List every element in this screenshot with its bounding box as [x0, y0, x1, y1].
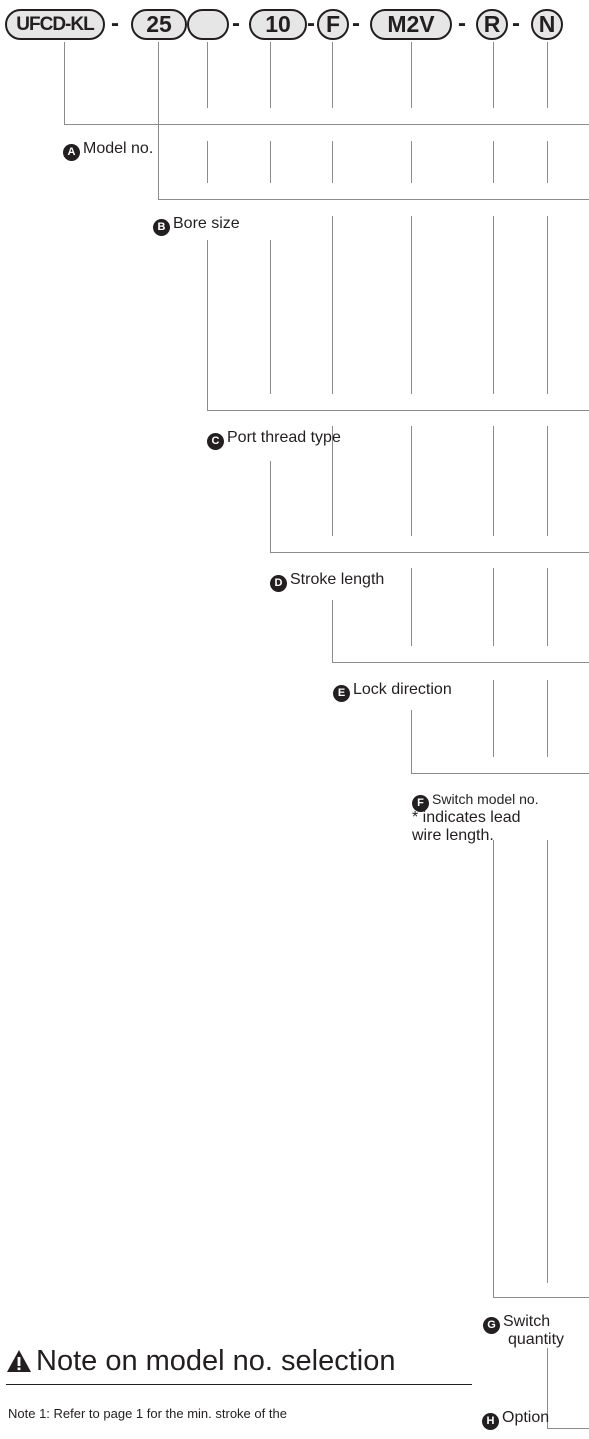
code-separator: - [352, 10, 360, 37]
connector-b-horizontal [158, 199, 589, 200]
switch-quantity-line2: quantity [508, 1331, 565, 1348]
connector-e-horizontal [332, 662, 589, 663]
connector-a [64, 42, 65, 124]
connector-f [411, 568, 412, 646]
badge-f: F [412, 795, 429, 812]
model-code: UFCD-KL - 25 - 10 - F - M2V - R - N [0, 0, 589, 46]
connector-c-horizontal [207, 410, 589, 411]
connector-g [493, 568, 494, 646]
label-text: Option [502, 1409, 550, 1426]
connector-h [547, 680, 548, 757]
note-heading: Note on model no. selection [6, 1344, 396, 1378]
connector-g [493, 426, 494, 536]
connector-f-horizontal [411, 773, 589, 774]
connector-a-horizontal [64, 124, 589, 125]
note-text: Note 1: Refer to page 1 for the min. str… [8, 1406, 287, 1421]
connector-h [547, 426, 548, 536]
connector-e [332, 42, 333, 108]
connector-g [493, 216, 494, 394]
connector-g-horizontal [493, 1297, 589, 1298]
badge-c: C [207, 433, 224, 450]
connector-f [411, 141, 412, 183]
label-text: Lock direction [353, 681, 452, 698]
label-text: Switch model no. [432, 791, 539, 807]
badge-e: E [333, 685, 350, 702]
badge-d: D [270, 575, 287, 592]
connector-g [493, 840, 494, 1297]
code-part-model: UFCD-KL [5, 9, 105, 40]
note-divider [6, 1384, 472, 1385]
label-text: Port thread type [227, 429, 341, 446]
code-part-stroke: 10 [249, 9, 307, 40]
badge-g: G [483, 1317, 500, 1334]
connector-h [547, 1348, 548, 1428]
code-separator: - [512, 10, 520, 37]
connector-d [270, 42, 271, 108]
connector-h [547, 216, 548, 394]
connector-d [270, 461, 271, 552]
connector-e [332, 141, 333, 183]
code-part-switch-qty: R [476, 9, 508, 40]
code-separator: - [232, 10, 240, 37]
connector-f [411, 710, 412, 773]
connector-h [547, 141, 548, 183]
badge-a: A [63, 144, 80, 161]
label-text: Model no. [83, 140, 154, 157]
connector-g [493, 680, 494, 757]
lead-wire-note-line1: * indicates lead [412, 809, 521, 826]
connector-d [270, 141, 271, 183]
code-separator: - [458, 10, 466, 37]
connector-h [547, 568, 548, 646]
connector-h-horizontal [547, 1428, 589, 1429]
warning-icon [7, 1350, 31, 1372]
connector-e [332, 426, 333, 536]
code-separator: - [111, 10, 119, 37]
connector-f [411, 42, 412, 108]
connector-e [332, 600, 333, 662]
connector-g [493, 141, 494, 183]
note-title: Note on model no. selection [36, 1345, 396, 1377]
label-text: Stroke length [290, 571, 385, 588]
connector-h [547, 840, 548, 1283]
code-part-port-thread [187, 9, 229, 40]
connector-c [207, 42, 208, 108]
connector-d-horizontal [270, 552, 589, 553]
connector-b [158, 42, 159, 199]
connector-c [207, 240, 208, 410]
code-part-lock-direction: F [317, 9, 349, 40]
badge-b: B [153, 219, 170, 236]
connector-h [547, 42, 548, 108]
code-separator: - [307, 10, 315, 37]
label-text: Bore size [173, 215, 240, 232]
badge-h: H [482, 1413, 499, 1430]
lead-wire-note-line2: wire length. [412, 827, 494, 844]
connector-f [411, 216, 412, 394]
connector-d [270, 240, 271, 394]
connector-e [332, 216, 333, 394]
code-part-bore: 25 [131, 9, 187, 40]
label-text: Switch [503, 1313, 551, 1330]
connector-c [207, 141, 208, 183]
code-part-option: N [531, 9, 563, 40]
connector-g [493, 42, 494, 108]
connector-f [411, 426, 412, 536]
code-part-switch-model: M2V [370, 9, 452, 40]
